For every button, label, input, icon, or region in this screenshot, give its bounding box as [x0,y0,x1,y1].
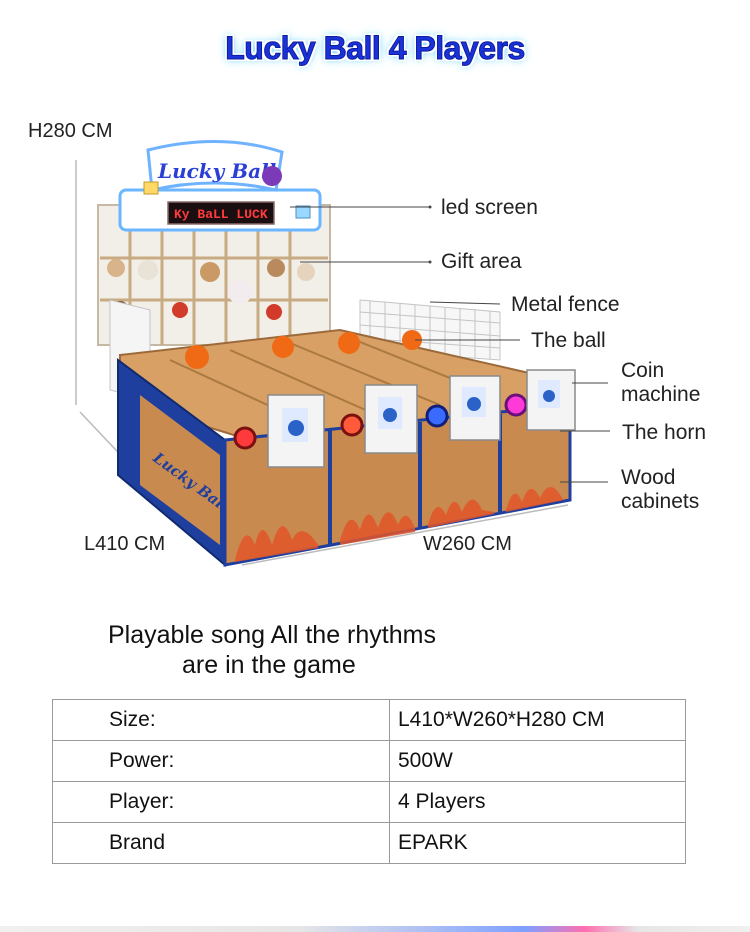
bottom-strip [0,926,750,932]
ball-3 [338,332,360,354]
coin-machine-screens [282,380,560,442]
machine-illustration: Ky BaLL LUCK Lucky Ball Lucky Ball [75,140,610,568]
callout-coin-machine: Coin machine [621,359,700,407]
callout-wood-cabinets-line1: Wood [621,466,676,489]
spec-label-size: Size: [52,699,390,741]
gift-shelves [100,222,328,345]
cabinet-flames [235,487,564,562]
spec-label-brand: Brand [52,822,390,864]
slogan-line-2: are in the game [182,651,356,679]
logo-text: Lucky Ball [157,159,277,183]
callout-coin-machine-line2: machine [621,383,701,406]
width-dimension-line [241,504,569,566]
led-screen [167,201,275,225]
table-row: Player: 4 Players [52,781,686,823]
callout-the-ball: The ball [531,329,606,352]
callout-gift-area: Gift area [441,250,522,273]
page-title: Lucky Ball 4 Players [225,30,526,67]
cabinet-side-wood [140,395,220,545]
table-row: Brand EPARK [52,822,686,864]
slogan-line-1: Playable song All the rhythms [108,621,436,649]
length-label: L410 CM [84,533,166,555]
ball-1 [185,345,209,369]
width-label: W260 CM [423,533,512,555]
ball-4 [402,330,422,350]
table-row: Power: 500W [52,740,686,782]
gift-prizes [107,259,315,320]
callout-the-horn: The horn [622,421,707,444]
leader-lines [290,206,610,483]
spec-value-power: 500W [389,740,686,782]
height-label: H280 CM [28,120,113,142]
spec-value-player: 4 Players [389,781,686,823]
horn-speakers [233,393,528,450]
leader-dots [428,205,432,264]
gift-icon-right [295,205,311,219]
spec-value-size: L410*W260*H280 CM [389,699,686,741]
callout-led-screen: led screen [441,196,538,219]
led-screen-text: Ky BaLL LUCK [174,207,268,222]
callout-metal-fence: Metal fence [511,293,620,316]
ball-2 [272,336,294,358]
callout-wood-cabinets: Wood cabinets [621,466,699,514]
table-row: Size: L410*W260*H280 CM [52,699,686,741]
slogan: Playable song All the rhythms are in the… [108,620,436,680]
gift-icon-left [143,181,159,195]
spec-value-brand: EPARK [389,822,686,864]
spec-label-player: Player: [52,781,390,823]
logo-badge [146,140,284,192]
spec-label-power: Power: [52,740,390,782]
specs-table: Size: L410*W260*H280 CM Power: 500W Play… [52,699,686,864]
callout-wood-cabinets-line2: cabinets [621,490,700,513]
callout-coin-machine-line1: Coin [621,359,665,382]
logo-ball [262,166,282,186]
